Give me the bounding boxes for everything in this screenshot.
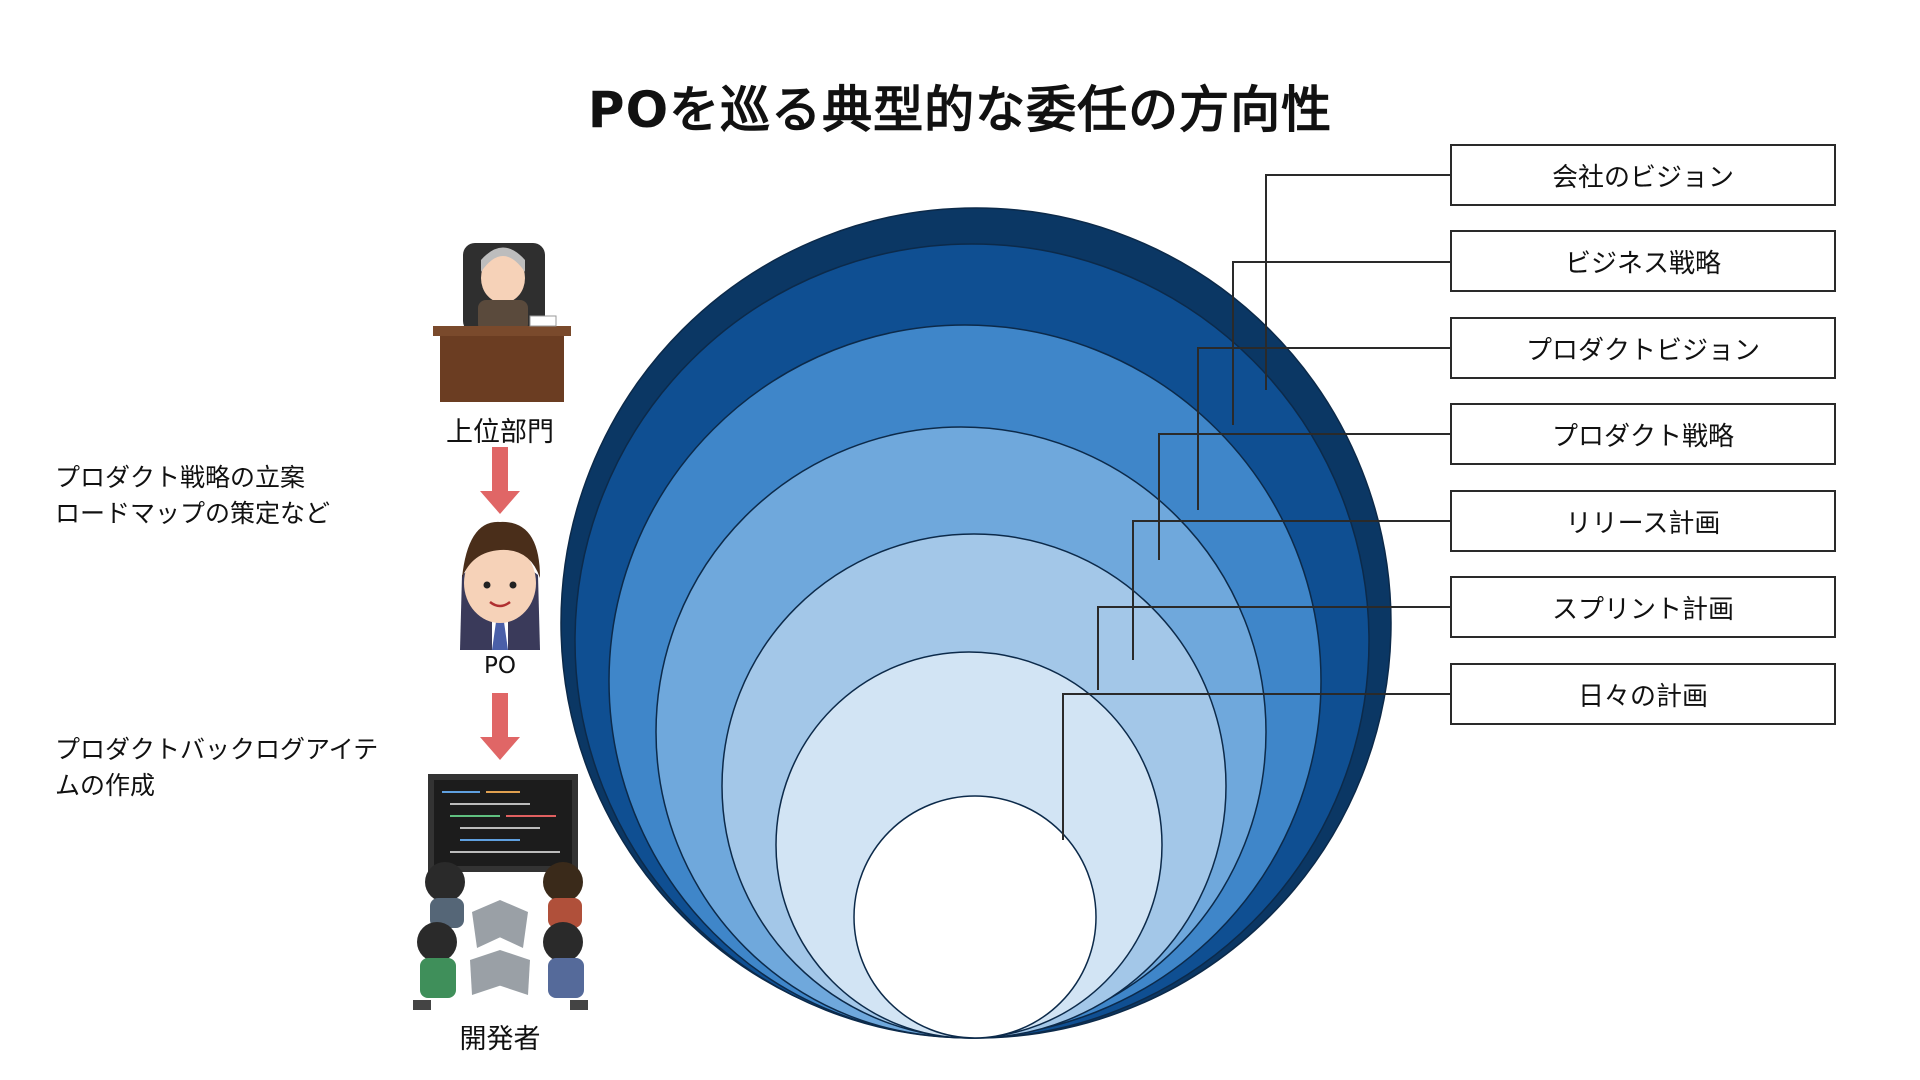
note-po-to-dev: プロダクトバックログアイテ ムの作成 bbox=[55, 732, 378, 804]
level-box-release-plan: リリース計画 bbox=[1450, 490, 1836, 552]
down-arrow-po-to-dev bbox=[480, 693, 520, 760]
level-box-company-vision: 会社のビジョン bbox=[1450, 144, 1836, 206]
level-box-daily-plan: 日々の計画 bbox=[1450, 663, 1836, 725]
level-box-product-vision: プロダクトビジョン bbox=[1450, 317, 1836, 379]
role-label-dev: 開発者 bbox=[430, 1017, 570, 1056]
developers-illustration bbox=[413, 774, 588, 1010]
note-line: ロードマップの策定など bbox=[55, 496, 330, 532]
note-line: ムの作成 bbox=[55, 768, 378, 804]
level-box-product-strategy: プロダクト戦略 bbox=[1450, 403, 1836, 465]
executive-illustration bbox=[433, 243, 571, 402]
note-upper-to-po: プロダクト戦略の立案 ロードマップの策定など bbox=[55, 460, 330, 532]
level-box-business-strategy: ビジネス戦略 bbox=[1450, 230, 1836, 292]
level-box-sprint-plan: スプリント計画 bbox=[1450, 576, 1836, 638]
role-label-upper: 上位部門 bbox=[430, 410, 570, 449]
down-arrow-upper-to-po bbox=[480, 447, 520, 514]
note-line: プロダクト戦略の立案 bbox=[55, 460, 330, 496]
role-label-po: PO bbox=[440, 653, 560, 679]
circle-level-6 bbox=[854, 796, 1096, 1038]
po-avatar-illustration bbox=[460, 522, 540, 650]
note-line: プロダクトバックログアイテ bbox=[55, 732, 378, 768]
